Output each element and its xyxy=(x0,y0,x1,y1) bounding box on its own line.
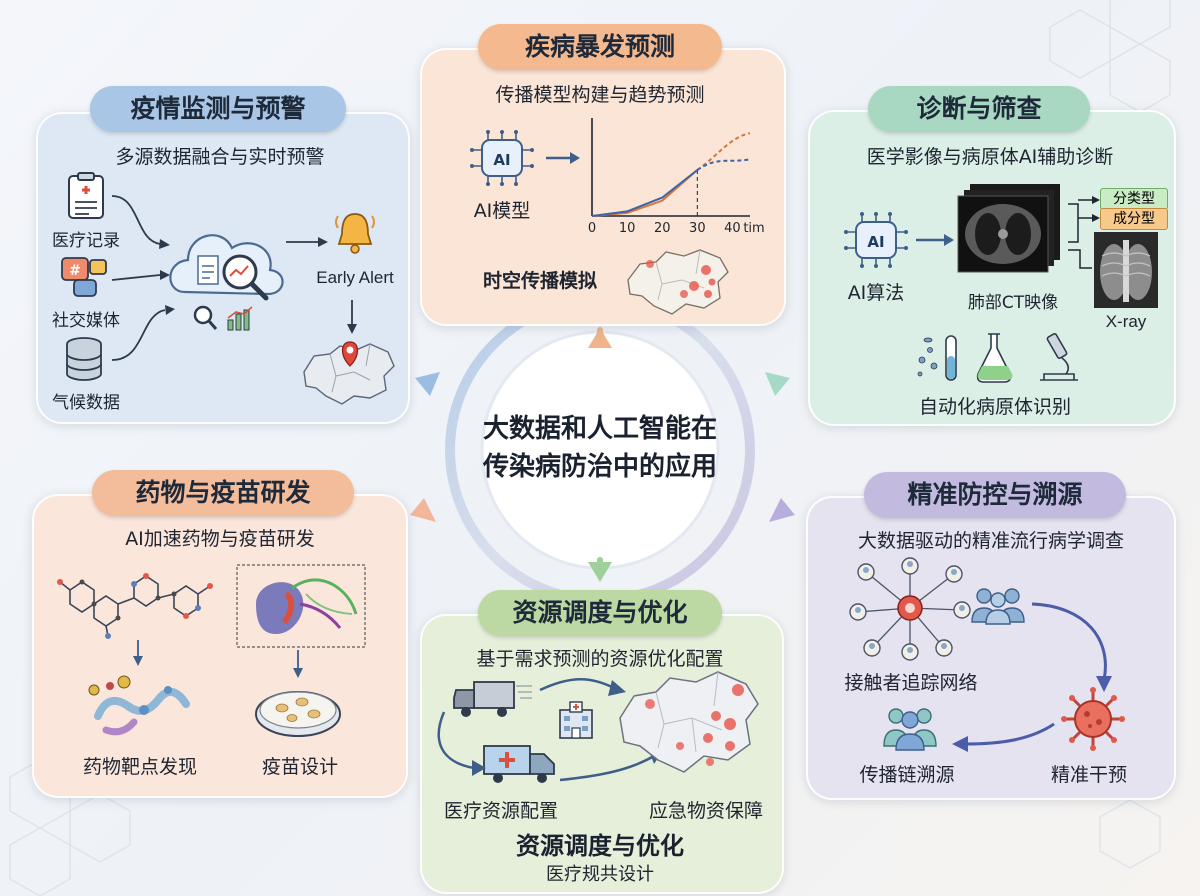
svg-text:#: # xyxy=(69,263,81,279)
chain-people-icon xyxy=(883,708,937,751)
diagnosis-subtitle: 医学影像与病原体AI辅助诊断 xyxy=(866,146,1114,168)
ct-label: 肺部CT映像 xyxy=(967,293,1059,313)
resource-footer-title: 资源调度与优化 xyxy=(516,832,684,860)
x-tick-label: 20 xyxy=(654,221,671,236)
outbreak-subtitle: 传播模型构建与趋势预测 xyxy=(495,84,705,106)
source-label-climate: 气候数据 xyxy=(52,393,120,413)
molecule-structure-icon xyxy=(57,573,213,639)
pathogen-label: 自动化病原体识别 xyxy=(918,396,1071,418)
source-label-social: 社交媒体 xyxy=(52,311,120,331)
monitoring-title: 疫情监测与预警 xyxy=(90,86,346,132)
vaccine-design-label: 疫苗设计 xyxy=(261,756,338,778)
trend-projection-1 xyxy=(696,132,751,171)
drug-subtitle: AI加速药物与疫苗研发 xyxy=(125,528,315,550)
hospital-icon xyxy=(559,701,593,739)
ai-algo-chip-text: AI xyxy=(867,233,884,251)
outbreak-title: 疾病暴发预测 xyxy=(478,24,722,70)
resource-alloc-label: 医疗资源配置 xyxy=(443,800,558,822)
x-tick-label: 30 xyxy=(689,221,706,236)
xray-image xyxy=(1094,232,1158,308)
magnifier-icon xyxy=(193,305,218,330)
lung-ct-stack xyxy=(957,184,1060,273)
classification-bracket xyxy=(1068,196,1100,269)
virus-icon xyxy=(1061,687,1125,751)
database-icon xyxy=(66,337,102,381)
intervention-label: 精准干预 xyxy=(1050,764,1127,786)
x-tick-label: 40 xyxy=(724,221,741,236)
algo-to-ct-arrow xyxy=(916,234,954,246)
ai-model-label: AI模型 xyxy=(473,200,531,222)
ai-algo-label: AI算法 xyxy=(847,282,905,304)
trend-projection-2 xyxy=(696,158,751,171)
outbreak-panel xyxy=(420,48,786,326)
ai-chip-text: AI xyxy=(493,151,510,169)
resource-map xyxy=(619,671,759,773)
medical-record-icon xyxy=(68,172,104,219)
early-alert-label: Early Alert xyxy=(316,268,394,287)
drug-target-icon xyxy=(88,675,190,736)
alarm-bell-icon xyxy=(335,213,375,254)
supply-label: 应急物资保障 xyxy=(648,800,763,822)
monitoring-subtitle: 多源数据融合与实时预警 xyxy=(115,146,325,168)
source-label-medical: 医疗记录 xyxy=(52,231,120,251)
center-title-line2: 传染病防治中的应用 xyxy=(482,452,717,482)
model-to-chart-arrow xyxy=(546,152,580,164)
resource-footer-sub: 医疗规共设计 xyxy=(546,864,654,885)
precision-title: 精准防控与溯源 xyxy=(864,472,1126,518)
center-title: 大数据和人工智能在 传染病防治中的应用 xyxy=(470,410,730,486)
social-media-icon: # xyxy=(61,257,107,297)
contact-tracing-label: 接触者追踪网络 xyxy=(844,672,978,694)
contact-network-icon xyxy=(849,557,971,661)
x-tick-label: 10 xyxy=(619,221,636,236)
resource-title: 资源调度与优化 xyxy=(478,590,722,636)
truck-icon xyxy=(453,681,532,717)
pathogen-lab-icons xyxy=(917,333,1078,383)
drug-title: 药物与疫苗研发 xyxy=(92,470,354,516)
precision-subtitle: 大数据驱动的精准流行病学调查 xyxy=(857,530,1124,552)
protein-structure-icon xyxy=(236,564,366,648)
resource-subtitle: 基于需求预测的资源优化配置 xyxy=(476,648,724,670)
drug-target-label: 药物靶点发现 xyxy=(82,756,197,778)
petri-dish-icon xyxy=(255,691,341,737)
bar-chart-icon xyxy=(227,306,253,331)
diagnosis-title: 诊断与筛查 xyxy=(868,86,1090,132)
cloud-analytics-icon xyxy=(169,234,284,301)
people-group-icon xyxy=(971,588,1025,625)
alert-map-icon xyxy=(303,341,395,405)
trend-series-2 xyxy=(591,169,698,217)
x-tick-label: 0 xyxy=(588,221,596,236)
xray-label: X-ray xyxy=(1105,312,1147,331)
tag-component: 成分型 xyxy=(1100,208,1168,230)
ai-algo-chip-icon: AI xyxy=(844,212,908,268)
center-title-line1: 大数据和人工智能在 xyxy=(482,414,717,444)
ai-chip-icon: AI xyxy=(470,130,534,186)
china-map-spread xyxy=(627,249,729,315)
x-axis-label: tim xyxy=(743,221,764,236)
ambulance-icon xyxy=(483,745,555,783)
chain-trace-label: 传播链溯源 xyxy=(859,764,955,786)
spatial-sim-label: 时空传播模拟 xyxy=(482,270,597,292)
